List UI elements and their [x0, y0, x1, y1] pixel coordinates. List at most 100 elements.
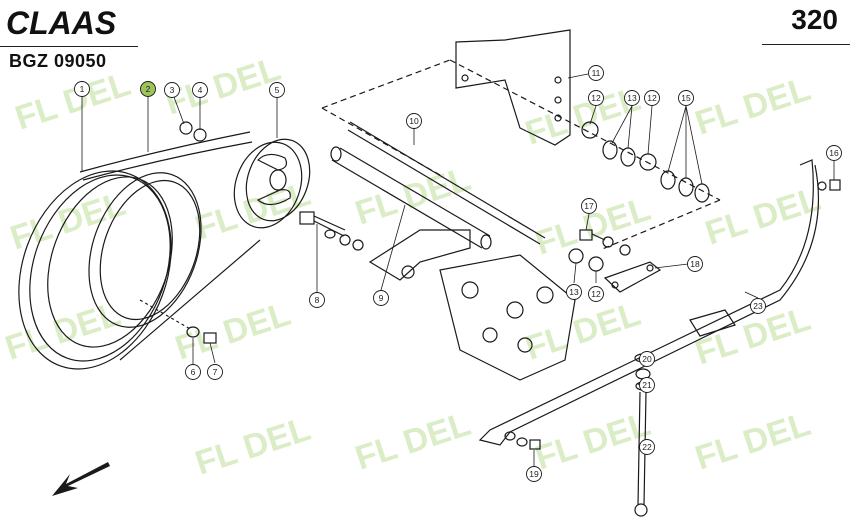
callout-label: 17 [584, 201, 594, 211]
callout-circle [588, 286, 604, 302]
watermark-text: FL DEL [351, 405, 475, 478]
watermark-text: FL DEL [701, 180, 825, 253]
callout-circle [678, 90, 694, 106]
callout-label: 2 [146, 84, 151, 94]
callout-circle [140, 81, 156, 97]
callout-16[interactable]: 16 [826, 145, 842, 161]
callout-circle [207, 364, 223, 380]
callout-label: 20 [642, 354, 652, 364]
callout-11[interactable]: 11 [588, 65, 604, 81]
callout-circle [373, 290, 389, 306]
callout-circle [164, 82, 180, 98]
callout-circle [588, 65, 604, 81]
callout-5[interactable]: 5 [269, 82, 285, 98]
callout-7[interactable]: 7 [207, 364, 223, 380]
callout-17[interactable]: 17 [581, 198, 597, 214]
watermark-text: FL DEL [521, 295, 645, 368]
watermark-text: FL DEL [691, 405, 815, 478]
callout-label: 9 [379, 293, 384, 303]
callout-12[interactable]: 12 [588, 286, 604, 302]
watermark-text: FL DEL [531, 405, 655, 478]
threaded-rod [330, 121, 546, 250]
callout-label: 1 [80, 84, 85, 94]
link-plate [603, 261, 662, 293]
callout-18[interactable]: 18 [687, 256, 703, 272]
watermark-text: FL DEL [6, 185, 130, 258]
callout-23[interactable]: 23 [750, 298, 766, 314]
callout-10[interactable]: 10 [406, 113, 422, 129]
callout-15[interactable]: 15 [678, 90, 694, 106]
bolt-6-7 [139, 299, 217, 344]
callout-label: 5 [275, 85, 280, 95]
callout-label: 10 [409, 116, 419, 126]
callout-8[interactable]: 8 [309, 292, 325, 308]
callout-label: 21 [642, 380, 652, 390]
callout-3[interactable]: 3 [164, 82, 180, 98]
brand-text: CLAAS [6, 5, 117, 41]
callout-21[interactable]: 21 [639, 377, 655, 393]
callout-9[interactable]: 9 [373, 290, 389, 306]
callout-22[interactable]: 22 [639, 439, 655, 455]
callout-circle [639, 351, 655, 367]
callout-20[interactable]: 20 [639, 351, 655, 367]
callout-13[interactable]: 13 [624, 90, 640, 106]
callout-circle [74, 81, 90, 97]
line-art [18, 29, 841, 517]
callout-label: 13 [627, 93, 637, 103]
callout-circle [826, 145, 842, 161]
callout-circle [526, 466, 542, 482]
callout-circle [750, 298, 766, 314]
callout-circle [588, 90, 604, 106]
callout-13[interactable]: 13 [566, 284, 582, 300]
claas-logo: CLAAS [6, 5, 117, 41]
callout-circle [309, 292, 325, 308]
callout-circle [192, 82, 208, 98]
callout-circle [644, 90, 660, 106]
washers-3-4 [179, 121, 207, 142]
header-rule-right [762, 44, 850, 45]
callout-label: 11 [592, 68, 601, 78]
page-number: 320 [791, 4, 838, 35]
callout-2[interactable]: 2 [140, 81, 156, 97]
callout-label: 22 [642, 442, 652, 452]
callout-circle [687, 256, 703, 272]
callout-label: 7 [213, 367, 218, 377]
document-code: BGZ 09050 [9, 51, 107, 71]
support-frame [478, 159, 820, 446]
watermark-text: FL DEL [691, 70, 815, 143]
callout-12[interactable]: 12 [644, 90, 660, 106]
callout-circle [406, 113, 422, 129]
callout-6[interactable]: 6 [185, 364, 201, 380]
callout-label: 18 [690, 259, 700, 269]
callout-circle [639, 439, 655, 455]
v-belt [79, 131, 261, 361]
callout-12[interactable]: 12 [588, 90, 604, 106]
callout-label: 3 [170, 85, 175, 95]
callout-circle [581, 198, 597, 214]
watermark-text: FL DEL [191, 410, 315, 483]
callout-label: 8 [315, 295, 320, 305]
callout-4[interactable]: 4 [192, 82, 208, 98]
bolt-19 [504, 431, 541, 450]
header-rule-left [0, 46, 138, 47]
mounting-bracket [455, 29, 571, 146]
callout-label: 13 [569, 287, 579, 297]
callout-circle [269, 82, 285, 98]
pump-assembly [439, 254, 576, 381]
callout-circle [624, 90, 640, 106]
watermark-text: FL DEL [171, 295, 295, 368]
callout-1[interactable]: 1 [74, 81, 90, 97]
bolt-8 [299, 211, 364, 251]
callout-19[interactable]: 19 [526, 466, 542, 482]
callout-label: 12 [591, 289, 601, 299]
direction-arrow-icon [52, 462, 110, 496]
callout-label: 16 [829, 148, 839, 158]
callout-circle [639, 377, 655, 393]
watermark-text: FL DEL [11, 65, 135, 138]
callout-label: 23 [753, 301, 763, 311]
small-pulley [233, 138, 311, 229]
callout-label: 15 [681, 93, 691, 103]
